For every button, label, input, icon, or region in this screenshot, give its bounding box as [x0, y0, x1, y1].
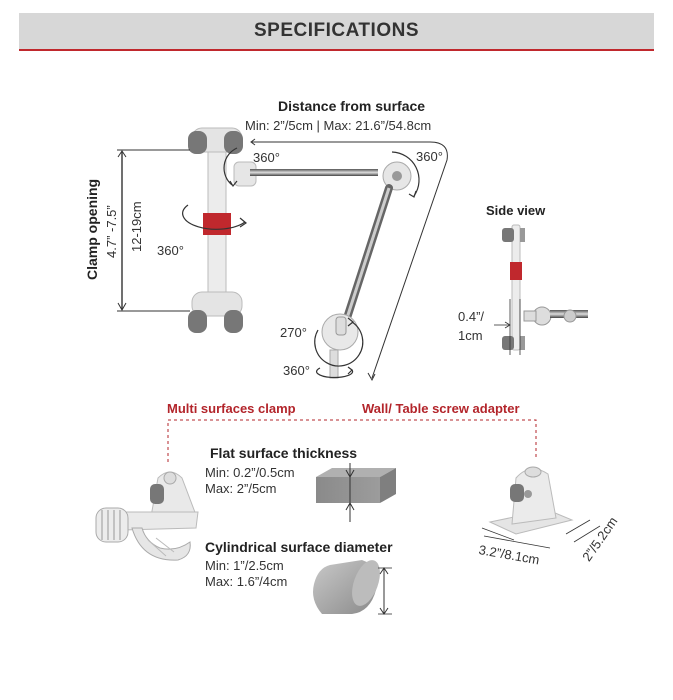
page-title: SPECIFICATIONS — [254, 20, 419, 41]
bottom-right-pad — [224, 310, 243, 333]
distance-values: Min: 2”/5cm | Max: 21.6”/54.8cm — [245, 118, 432, 133]
side-thickness-inch: 0.4”/ — [458, 309, 485, 324]
rotation-top-right-label: 360° — [416, 149, 443, 164]
distance-title: Distance from surface — [278, 98, 426, 114]
cylinder-max: Max: 1.6”/4cm — [205, 574, 288, 589]
rotation-bottom-label: 360° — [283, 363, 310, 378]
flat-surface-min: Min: 0.2”/0.5cm — [205, 465, 295, 480]
side-view-drawing — [494, 224, 588, 355]
mount-leader-lines — [167, 419, 537, 462]
multi-surface-clamp-title: Multi surfaces clamp — [167, 401, 296, 416]
multi-surface-clamp-drawing — [95, 471, 199, 561]
clamp-opening-cm: 12-19cm — [129, 201, 144, 252]
clamp-opening-label: Clamp opening — [84, 178, 100, 280]
side-thickness-cm: 1cm — [458, 328, 483, 343]
cylinder-drawing — [313, 560, 392, 615]
rotation-top-left-label: 360° — [253, 150, 280, 165]
clamp-opening-inch: 4.7” -7.5” — [104, 205, 119, 258]
screw-adapter-drawing — [481, 466, 601, 549]
top-left-pad — [188, 131, 207, 154]
upper-rod — [250, 169, 378, 176]
top-right-pad — [224, 131, 243, 154]
bottom-left-pad — [188, 310, 207, 333]
rotation-mid-left-label: 360° — [157, 243, 184, 258]
rotation-270-label: 270° — [280, 325, 307, 340]
flat-surface-title: Flat surface thickness — [210, 445, 358, 461]
distance-arc — [250, 138, 448, 382]
screw-adapter-title: Wall/ Table screw adapter — [362, 401, 520, 416]
header-bar: SPECIFICATIONS — [19, 13, 654, 51]
base-stem — [329, 349, 339, 379]
clamp-opening-dimension — [117, 149, 190, 312]
flat-surface-drawing — [316, 463, 396, 522]
flat-surface-max: Max: 2”/5cm — [205, 481, 277, 496]
side-view-title: Side view — [486, 203, 546, 218]
rotation-arrows — [182, 147, 420, 379]
red-grip — [203, 213, 231, 235]
holder-arm — [188, 127, 412, 379]
cylinder-min: Min: 1”/2.5cm — [205, 558, 284, 573]
cylinder-title: Cylindrical surface diameter — [205, 539, 393, 555]
